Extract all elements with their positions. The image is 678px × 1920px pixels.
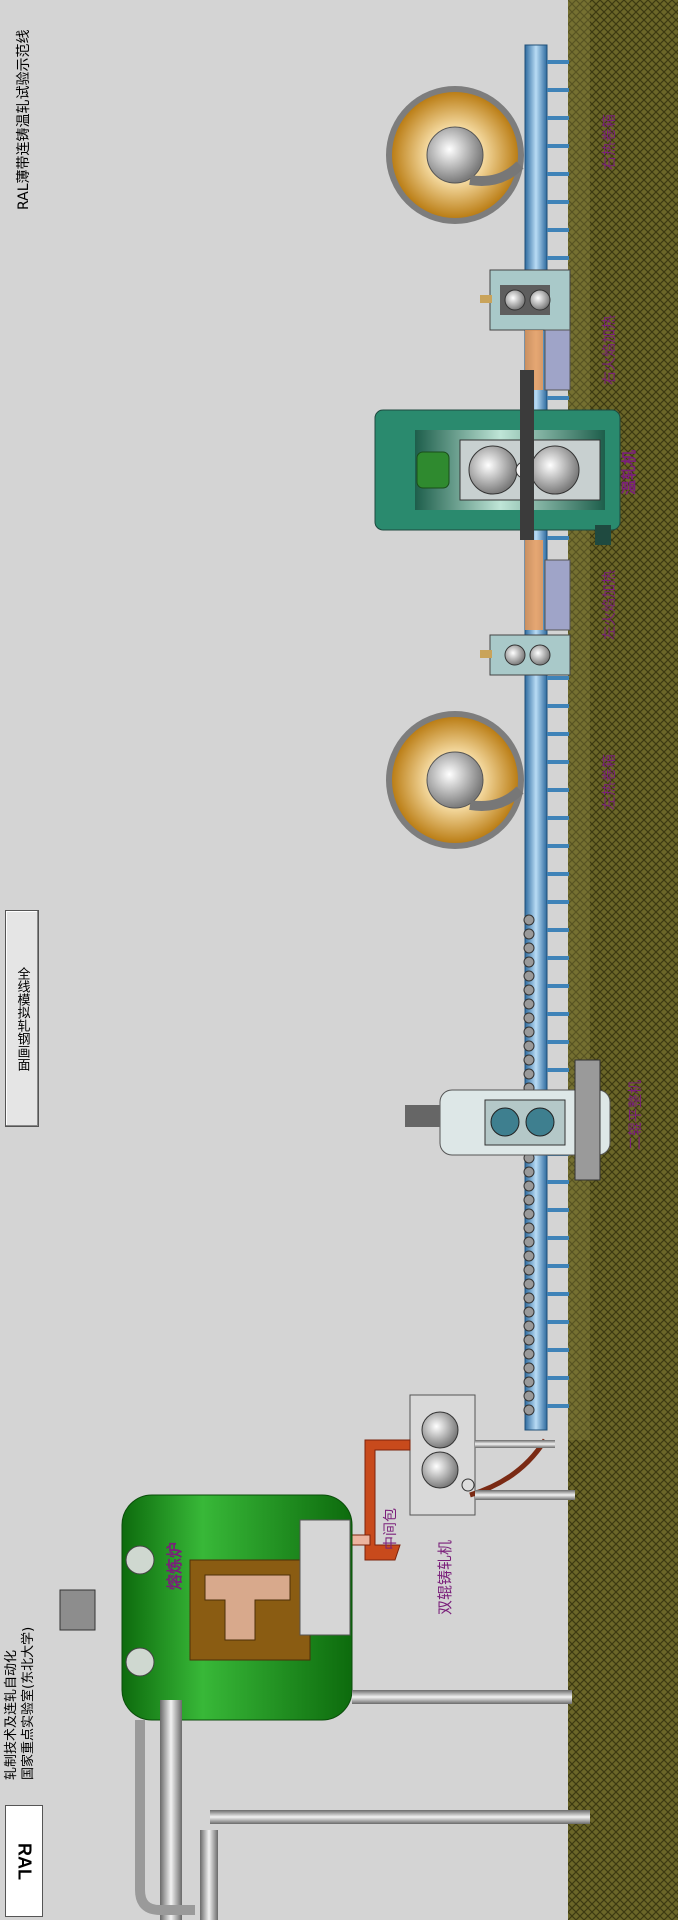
rail-tick — [547, 900, 569, 904]
warm-rolling-mill — [374, 370, 621, 545]
view-button-label: 全线模拟轧钢画面 — [14, 966, 30, 1071]
rail-tick — [547, 396, 569, 400]
table-roller — [523, 1390, 535, 1402]
ral-logo-text: RAL — [14, 1842, 35, 1880]
table-roller — [523, 1264, 535, 1276]
label-left-coiler: 左热卷箱 — [602, 754, 618, 810]
label-left-heater: 左火焰加热 — [602, 570, 618, 640]
table-roller — [523, 970, 535, 982]
rail-tick — [547, 1404, 569, 1408]
table-roller — [523, 1320, 535, 1332]
table-roller — [523, 1348, 535, 1360]
table-roller — [523, 1250, 535, 1262]
rail-tick — [547, 1040, 569, 1044]
rail-tick — [547, 144, 569, 148]
rail-tick — [547, 172, 569, 176]
rail-tick — [547, 956, 569, 960]
left-coiler — [386, 711, 524, 849]
label-caster: 双辊铸轧机 — [436, 1540, 454, 1615]
rail-tick — [547, 1264, 569, 1268]
table-roller — [523, 914, 535, 926]
org-name-line1: 轧制技术及连轧自动化 — [3, 1650, 19, 1780]
rail-tick — [547, 116, 569, 120]
table-roller — [523, 1278, 535, 1290]
rail-tick — [547, 928, 569, 932]
table-roller — [523, 1292, 535, 1304]
rail-tick — [547, 704, 569, 708]
rail-tick — [547, 60, 569, 64]
table-roller — [523, 1208, 535, 1220]
rail-tick — [547, 256, 569, 260]
table-roller — [523, 1236, 535, 1248]
rail-tick — [547, 228, 569, 232]
rail-tick — [547, 536, 569, 540]
label-furnace: 熔炼炉 — [165, 1542, 184, 1590]
rail-tick — [547, 1292, 569, 1296]
table-roller — [523, 956, 535, 968]
table-roller — [523, 1026, 535, 1038]
rail-tick — [547, 200, 569, 204]
rail-tick — [547, 1376, 569, 1380]
rail-tick — [547, 984, 569, 988]
ground-strip — [568, 0, 678, 1920]
rail-tick — [547, 732, 569, 736]
table-roller — [523, 1194, 535, 1206]
rail-tick — [547, 760, 569, 764]
table-roller — [523, 1180, 535, 1192]
line-title: RAL薄带连铸温轧试验示范线 — [15, 29, 32, 210]
ral-logo: RAL — [5, 1805, 43, 1917]
rail-tick — [547, 788, 569, 792]
table-roller — [523, 942, 535, 954]
table-roller — [523, 1040, 535, 1052]
table-roller — [523, 1054, 535, 1066]
rail-tick — [547, 1068, 569, 1072]
rail-tick — [547, 1348, 569, 1352]
table-roller — [523, 1068, 535, 1080]
view-button[interactable]: 全线模拟轧钢画面 — [5, 910, 39, 1127]
rail-tick — [547, 1012, 569, 1016]
right-coiler — [386, 86, 524, 224]
label-rolling-mill: 温轧机 — [620, 450, 638, 495]
twin-roll-caster — [409, 1394, 575, 1516]
left-heater-equipment — [480, 540, 571, 676]
table-roller — [523, 1404, 535, 1416]
table-roller — [523, 984, 535, 996]
rail-tick — [547, 1208, 569, 1212]
table-roller — [523, 1362, 535, 1374]
rail-tick — [547, 816, 569, 820]
pipe — [135, 1720, 195, 1915]
table-roller — [523, 1166, 535, 1178]
rail-tick — [547, 88, 569, 92]
rail-tick — [547, 1236, 569, 1240]
rail-tick — [547, 1320, 569, 1324]
rail-tick — [547, 844, 569, 848]
table-roller — [523, 1222, 535, 1234]
two-roll-leveler — [405, 1059, 611, 1181]
rail-tick — [547, 676, 569, 680]
rail-tick — [547, 1180, 569, 1184]
table-roller — [523, 1334, 535, 1346]
table-roller — [523, 1306, 535, 1318]
melting-furnace — [59, 1494, 590, 1920]
table-roller — [523, 998, 535, 1010]
label-right-coiler: 右热卷箱 — [602, 114, 618, 170]
roller-table — [523, 44, 569, 1431]
table-roller — [523, 1376, 535, 1388]
label-leveler: 二辊平整机 — [628, 1080, 644, 1150]
table-roller — [523, 928, 535, 940]
label-tundish: 中间包 — [383, 1508, 399, 1550]
rail-tick — [547, 872, 569, 876]
label-right-heater: 右火焰加热 — [602, 315, 618, 385]
org-name-line2: 国家重点实验室(东北大学) — [20, 1627, 36, 1780]
table-roller — [523, 1012, 535, 1024]
